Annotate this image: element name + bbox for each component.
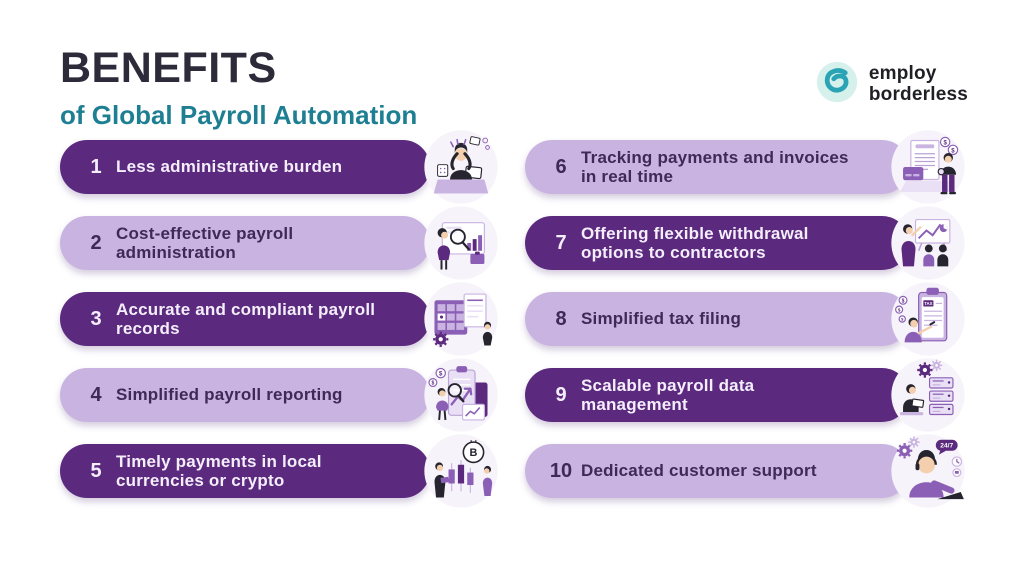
benefits-column-left: 1 Less administrative burden 2 Cost-effect…: [60, 130, 498, 508]
benefit-label: Less administrative burden: [116, 157, 342, 176]
svg-text:$: $: [901, 317, 904, 322]
benefit-item-10: 10 Dedicated customer support 24/7: [525, 434, 965, 508]
company-logo: employ borderless: [815, 60, 968, 109]
benefit-label-line: Tracking payments and invoices: [581, 147, 849, 167]
svg-text:$: $: [943, 140, 947, 147]
benefit-label: Simplified payroll reporting: [116, 385, 343, 404]
benefit-number: 3: [90, 307, 102, 330]
illustration-tax-filing-clipboard: $$$ TAX: [889, 280, 967, 358]
benefit-label: Dedicated customer support: [581, 461, 817, 480]
benefit-number: 6: [555, 155, 567, 178]
benefit-label-line: Accurate and compliant payroll: [116, 299, 376, 319]
benefit-label-line: Offering flexible withdrawal: [581, 223, 809, 243]
benefit-label-line: Dedicated customer support: [581, 461, 817, 481]
logo-word-borderless: borderless: [868, 83, 968, 105]
benefit-number: 2: [90, 231, 102, 254]
benefit-item-1: 1 Less administrative burden: [60, 130, 498, 204]
benefit-label-line: Simplified tax filing: [581, 309, 742, 329]
svg-text:24/7: 24/7: [940, 443, 953, 450]
benefit-number: 1: [90, 155, 102, 178]
benefit-number: 10: [549, 459, 573, 482]
benefit-label-line: in real time: [581, 167, 674, 186]
svg-text:$: $: [898, 308, 901, 313]
illustration-scalable-data-servers: [889, 356, 967, 434]
benefit-number: 9: [555, 383, 567, 406]
benefit-number: 5: [90, 459, 102, 482]
illustration-customer-support-24-7: 24/7: [889, 432, 967, 510]
page-subtitle: of Global Payroll Automation: [60, 100, 418, 130]
svg-text:$: $: [439, 371, 443, 378]
illustration-payroll-records-documents: [422, 280, 500, 358]
benefit-label: Simplified tax filing: [581, 309, 741, 328]
illustration-invoice-tracking-laptop: $$: [889, 128, 967, 206]
benefit-number: 7: [555, 231, 567, 254]
svg-text:TAX: TAX: [924, 301, 932, 306]
benefit-label-line: Scalable payroll data: [581, 375, 755, 395]
employ-borderless-e-swirl-icon: [815, 60, 859, 109]
illustration-stressed-person-at-desk: [422, 128, 500, 206]
benefit-label-line: Timely payments in local: [116, 451, 322, 471]
benefit-label-line: administration: [116, 243, 236, 262]
benefit-number: 4: [90, 383, 102, 406]
benefit-label-line: management: [581, 395, 688, 414]
svg-text:$: $: [902, 298, 905, 304]
illustration-team-withdrawal-charts: [889, 204, 967, 282]
benefit-label-line: options to contractors: [581, 243, 766, 262]
illustration-crypto-bitcoin-chart: B: [422, 432, 500, 510]
benefit-label-line: currencies or crypto: [116, 471, 285, 490]
benefit-label-line: Simplified payroll reporting: [116, 385, 343, 405]
svg-text:$: $: [432, 381, 435, 387]
logo-word-employ: employ: [868, 62, 937, 84]
illustration-report-clipboard-magnifier: $$: [422, 356, 500, 434]
benefit-number: 8: [555, 307, 567, 330]
benefit-label-line: Cost-effective payroll: [116, 223, 294, 243]
logo-text: employ borderless: [868, 62, 968, 105]
illustration-cost-analysis-magnifier: [422, 204, 500, 282]
benefit-label-line: records: [116, 319, 180, 338]
page-title: BENEFITS: [60, 44, 277, 92]
svg-text:B: B: [470, 447, 478, 459]
svg-text:$: $: [951, 147, 955, 154]
benefit-label-line: Less administrative burden: [116, 157, 343, 177]
